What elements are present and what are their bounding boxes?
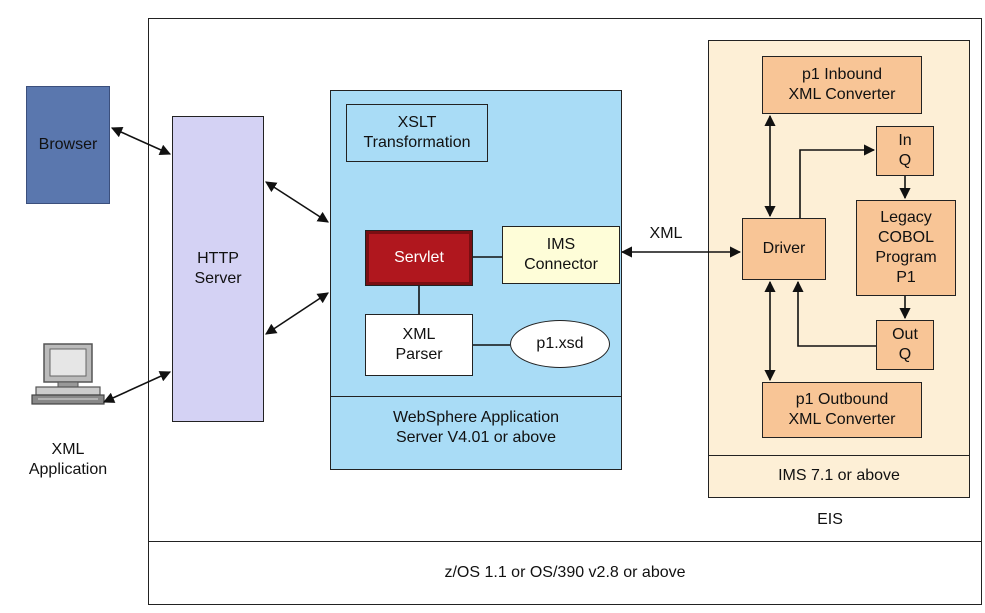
os-bar: z/OS 1.1 or OS/390 v2.8 or above xyxy=(148,541,982,605)
xml-application-label: XML Application xyxy=(28,441,108,478)
websphere-footer: WebSphere Application Server V4.01 or ab… xyxy=(392,409,560,446)
eis-label: EIS xyxy=(817,511,843,528)
ims-divider xyxy=(708,455,970,456)
in-queue-label: In Q xyxy=(898,132,912,169)
inbound-converter-box: p1 Inbound XML Converter xyxy=(762,56,922,114)
legacy-program-box: Legacy COBOL Program P1 xyxy=(856,200,956,296)
driver-box: Driver xyxy=(742,218,826,280)
ims-footer: IMS 7.1 or above xyxy=(778,467,900,484)
inbound-converter-label: p1 Inbound XML Converter xyxy=(788,66,896,103)
servlet-label: Servlet xyxy=(394,249,444,266)
ims-connector-label: IMS Connector xyxy=(524,236,598,273)
os-label: z/OS 1.1 or OS/390 v2.8 or above xyxy=(444,564,686,581)
xslt-label: XSLT Transformation xyxy=(363,114,471,151)
ims-connector-box: IMS Connector xyxy=(502,226,620,284)
in-queue-box: In Q xyxy=(876,126,934,176)
xml-parser-label: XML Parser xyxy=(395,326,443,363)
outbound-converter-box: p1 Outbound XML Converter xyxy=(762,382,922,438)
out-queue-label: Out Q xyxy=(892,326,918,363)
schema-ellipse: p1.xsd xyxy=(510,320,610,368)
http-server-box: HTTP Server xyxy=(172,116,264,422)
computer-icon xyxy=(31,343,105,405)
outbound-converter-label: p1 Outbound XML Converter xyxy=(788,391,896,428)
legacy-program-label: Legacy COBOL Program P1 xyxy=(875,209,937,286)
http-server-label: HTTP Server xyxy=(194,250,242,287)
out-queue-box: Out Q xyxy=(876,320,934,370)
driver-label: Driver xyxy=(762,240,806,257)
xslt-box: XSLT Transformation xyxy=(346,104,488,162)
servlet-box: Servlet xyxy=(365,230,473,286)
schema-label: p1.xsd xyxy=(536,335,584,352)
xml-parser-box: XML Parser xyxy=(365,314,473,376)
browser-label: Browser xyxy=(38,136,98,153)
browser-box: Browser xyxy=(26,86,110,204)
websphere-divider xyxy=(330,396,622,397)
xml-link-label: XML xyxy=(649,225,683,242)
